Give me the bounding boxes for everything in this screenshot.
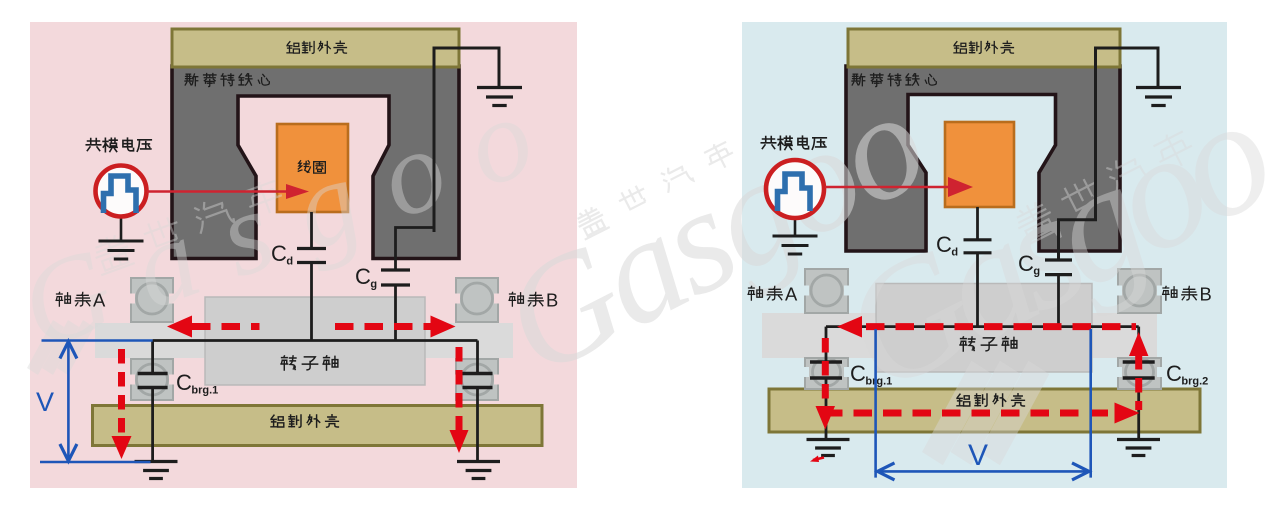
svg-text:C: C: [271, 241, 287, 266]
svg-text:C: C: [936, 232, 952, 257]
svg-text:C: C: [355, 264, 371, 289]
svg-text:C: C: [176, 370, 192, 395]
svg-text:d: d: [286, 256, 293, 268]
svg-text:brg.2: brg.2: [1181, 376, 1208, 388]
svg-text:g: g: [370, 279, 377, 291]
svg-text:C: C: [1166, 361, 1182, 386]
svg-text:A: A: [93, 290, 106, 311]
svg-text:brg.1: brg.1: [865, 376, 892, 388]
svg-text:brg.1: brg.1: [191, 385, 218, 397]
svg-text:C: C: [850, 361, 866, 386]
svg-text:A: A: [785, 284, 798, 305]
svg-text:V: V: [36, 387, 54, 417]
svg-text:C: C: [1018, 251, 1034, 276]
svg-text:V: V: [968, 439, 988, 472]
svg-text:B: B: [1200, 284, 1212, 305]
svg-text:B: B: [546, 290, 558, 311]
svg-text:d: d: [951, 247, 958, 259]
svg-text:g: g: [1033, 266, 1040, 278]
